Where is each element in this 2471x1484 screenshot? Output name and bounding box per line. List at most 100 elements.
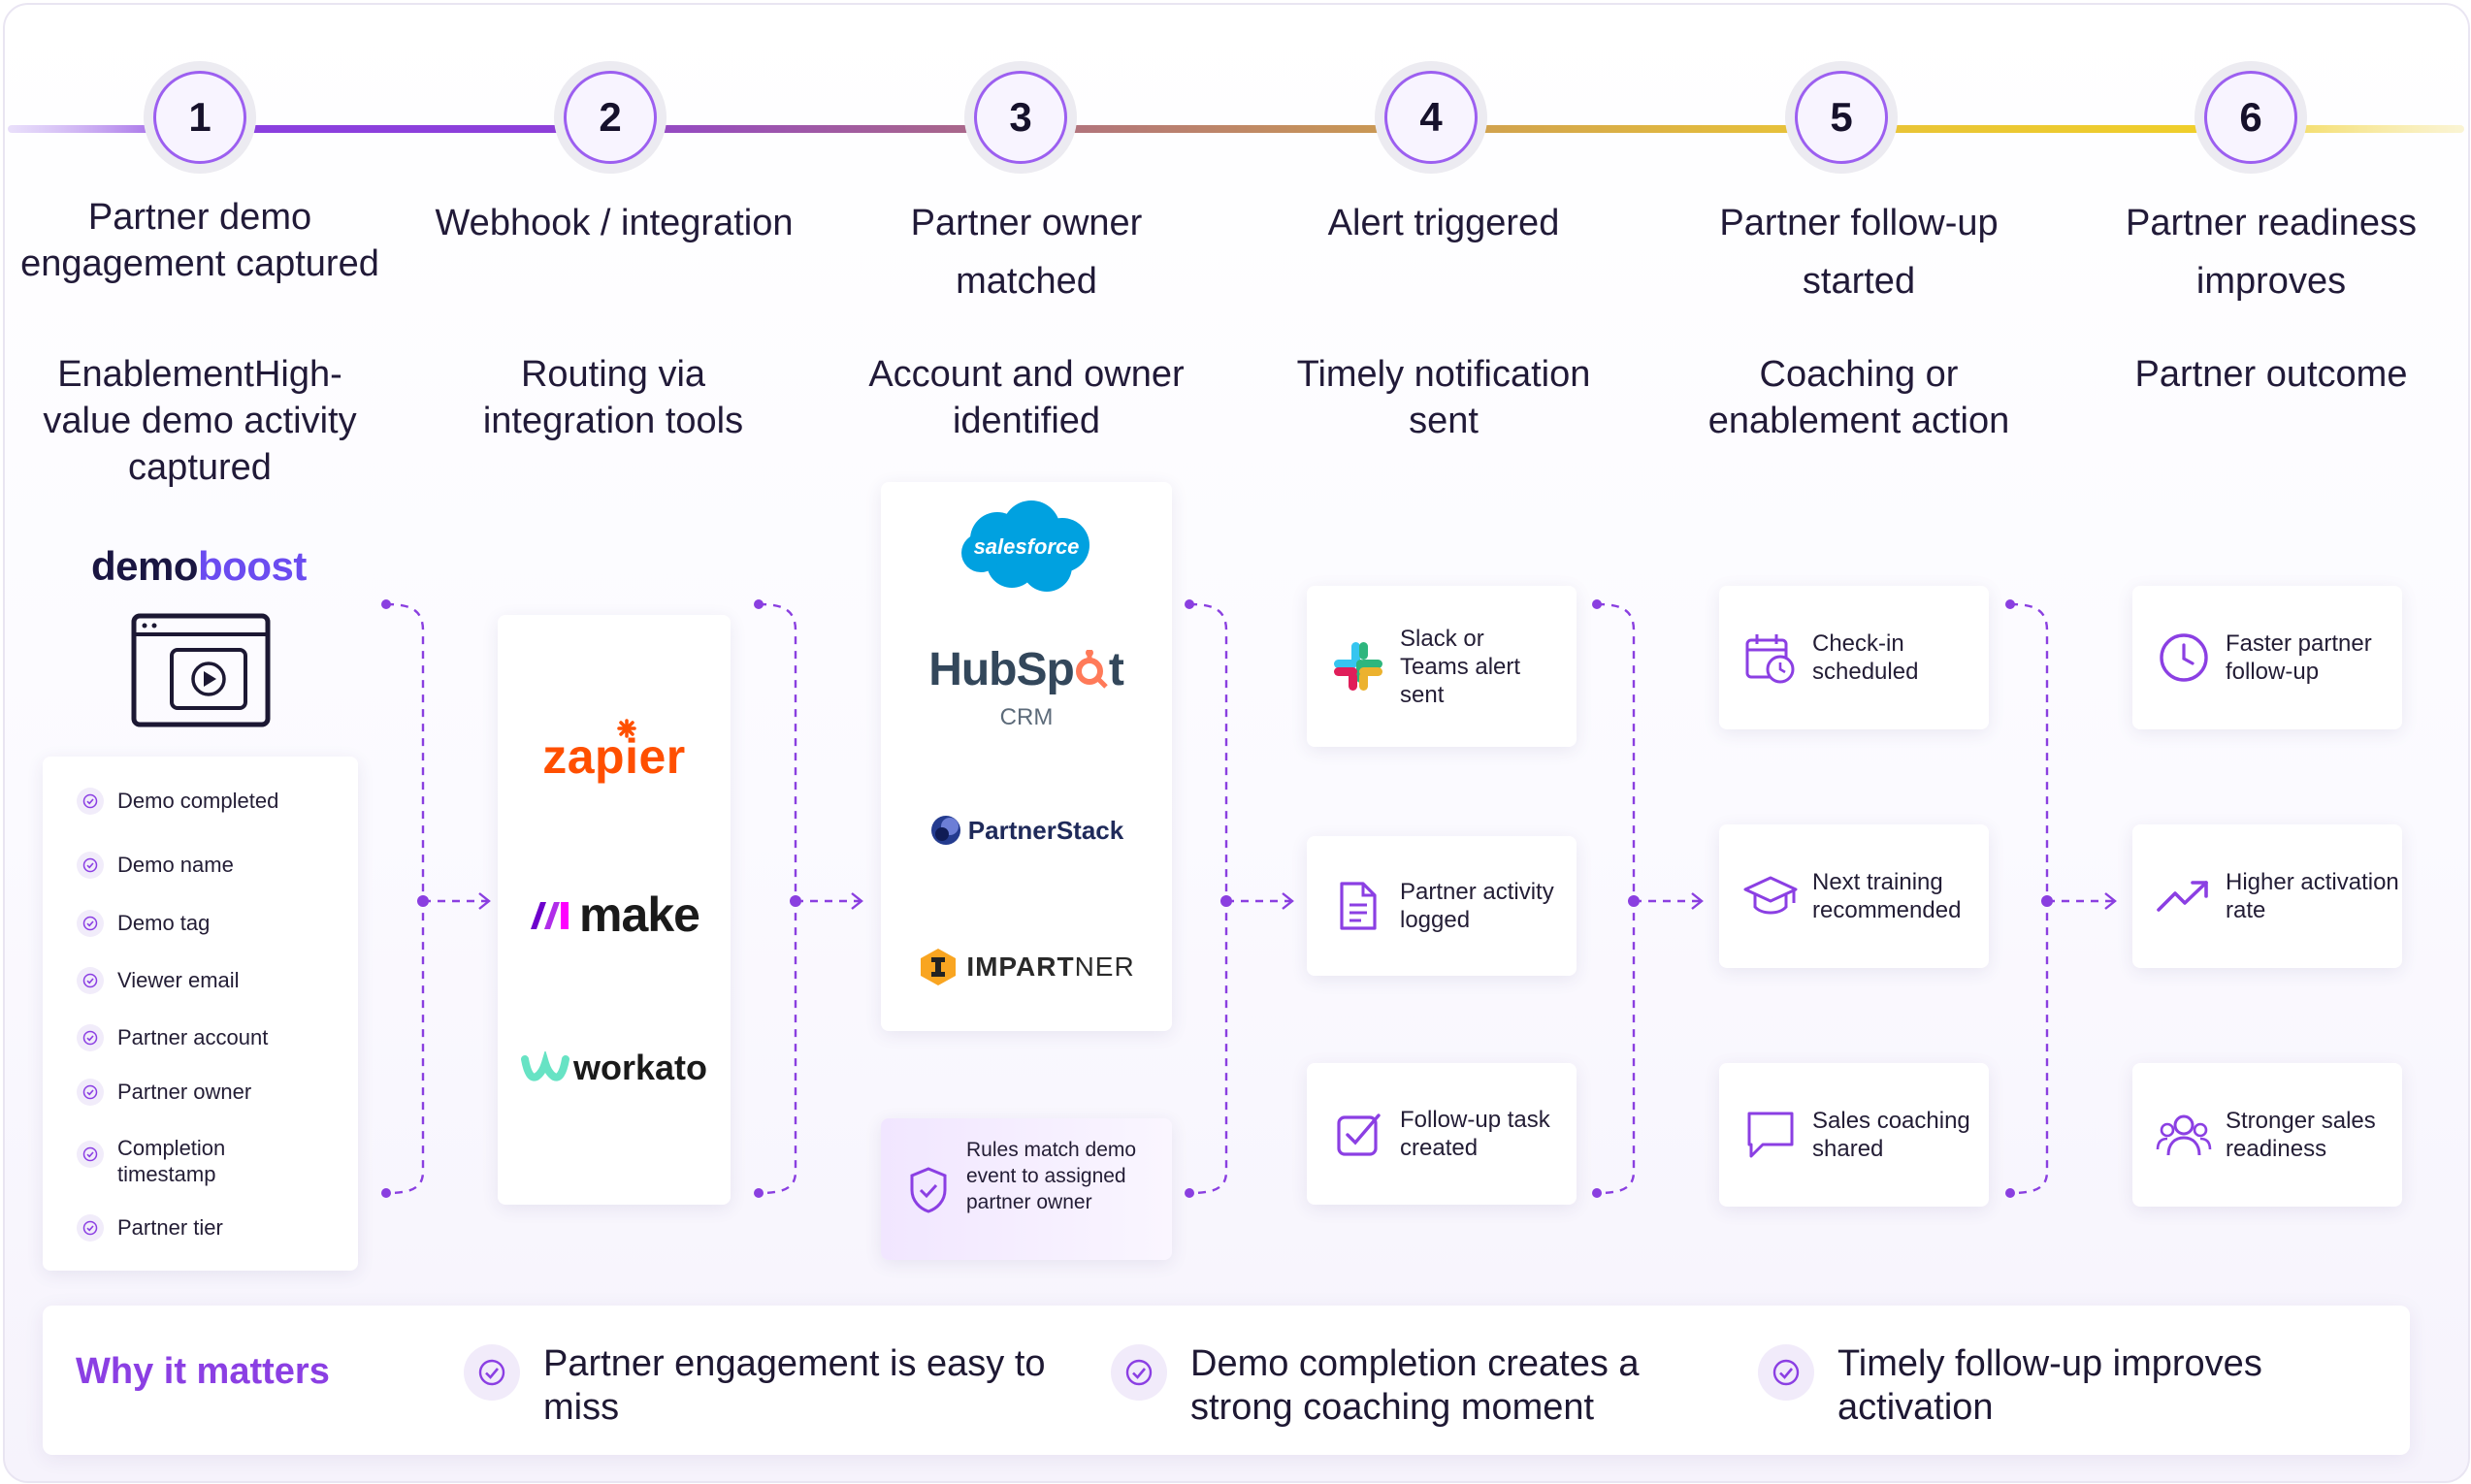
outcome-card-sales-readiness: Stronger sales readiness bbox=[2132, 1063, 2402, 1207]
demoboost-logo: demoboost bbox=[91, 543, 307, 590]
why-item-3: Timely follow-up improves activation bbox=[1758, 1342, 2342, 1430]
why-item-text: Timely follow-up improves activation bbox=[1837, 1343, 2262, 1428]
step-2-badge: 2 bbox=[554, 61, 667, 174]
outcome-label: Higher activation rate bbox=[2226, 869, 2399, 923]
check-icon bbox=[77, 1024, 104, 1051]
integrations-card bbox=[498, 615, 731, 1205]
salesforce-logo: salesforce bbox=[949, 495, 1104, 599]
step-3-title: Partner owner matched bbox=[910, 203, 1143, 302]
calendar-clock-icon bbox=[1742, 629, 1799, 686]
alert-label: Partner activity logged bbox=[1400, 879, 1554, 933]
field-viewer-email: Viewer email bbox=[77, 967, 240, 994]
document-icon bbox=[1330, 878, 1386, 934]
action-label: Sales coaching shared bbox=[1812, 1108, 1970, 1162]
field-partner-tier: Partner tier bbox=[77, 1214, 223, 1242]
connector-1-2 bbox=[385, 602, 425, 1195]
rules-match-card: Rules match demo event to assigned partn… bbox=[881, 1118, 1172, 1260]
step-4-subtitle: Timely notification sent bbox=[1296, 354, 1591, 441]
field-demo-tag: Demo tag bbox=[77, 910, 210, 937]
workato-mark-icon bbox=[520, 1051, 569, 1081]
alert-label: Follow-up task created bbox=[1400, 1107, 1550, 1161]
step-1-title: Partner demo engagement captured bbox=[20, 197, 379, 284]
trend-up-icon bbox=[2156, 868, 2212, 924]
check-icon bbox=[77, 1214, 104, 1242]
check-circle-icon bbox=[1111, 1344, 1167, 1401]
clock-icon bbox=[2156, 629, 2212, 686]
step-number: 2 bbox=[564, 71, 657, 164]
check-icon bbox=[77, 910, 104, 937]
check-icon bbox=[77, 1079, 104, 1106]
connector-2-3 bbox=[758, 602, 797, 1195]
zapier-asterisk-icon bbox=[617, 719, 636, 738]
zapier-logo: zapier bbox=[498, 719, 731, 790]
step-4-badge: 4 bbox=[1375, 61, 1487, 174]
chat-bubble-icon bbox=[1742, 1107, 1799, 1163]
field-partner-account: Partner account bbox=[77, 1024, 268, 1051]
step-number: 6 bbox=[2204, 71, 2297, 164]
step-1-badge: 1 bbox=[144, 61, 256, 174]
outcome-card-activation: Higher activation rate bbox=[2132, 824, 2402, 968]
check-icon bbox=[77, 852, 104, 879]
field-demo-name: Demo name bbox=[77, 852, 234, 879]
step-6-subtitle: Partner outcome bbox=[2134, 354, 2408, 395]
partnerstack-logo: PartnerStack bbox=[881, 809, 1172, 852]
why-title: Why it matters bbox=[76, 1351, 330, 1392]
checkbox-task-icon bbox=[1330, 1106, 1386, 1162]
step-6-badge: 6 bbox=[2195, 61, 2307, 174]
graduation-cap-icon bbox=[1742, 868, 1799, 924]
action-card-training: Next training recommended bbox=[1719, 824, 1989, 968]
workato-logo: workato bbox=[498, 1034, 731, 1102]
impartner-mark-icon bbox=[921, 949, 957, 985]
check-icon bbox=[77, 967, 104, 994]
alert-card-activity-logged: Partner activity logged bbox=[1307, 836, 1577, 976]
shield-check-icon bbox=[910, 1167, 947, 1213]
step-5-badge: 5 bbox=[1785, 61, 1898, 174]
check-circle-icon bbox=[1758, 1344, 1814, 1401]
outcome-card-faster-followup: Faster partner follow-up bbox=[2132, 586, 2402, 729]
why-item-1: Partner engagement is easy to miss bbox=[464, 1342, 1087, 1430]
people-group-icon bbox=[2156, 1107, 2212, 1163]
demo-player-icon bbox=[131, 613, 271, 727]
why-item-2: Demo completion creates a strong coachin… bbox=[1111, 1342, 1714, 1430]
logo-demo-text: demo bbox=[91, 543, 199, 589]
step-2-subtitle: Routing via integration tools bbox=[482, 354, 744, 441]
why-item-text: Demo completion creates a strong coachin… bbox=[1190, 1343, 1640, 1428]
outcome-label: Faster partner follow-up bbox=[2226, 630, 2372, 685]
step-number: 5 bbox=[1795, 71, 1888, 164]
step-5-title: Partner follow-up started bbox=[1719, 203, 1999, 302]
check-circle-icon bbox=[464, 1344, 520, 1401]
step-2-title: Webhook / integration bbox=[435, 203, 794, 243]
step-number: 3 bbox=[974, 71, 1067, 164]
connector-3-4 bbox=[1188, 602, 1228, 1195]
hubspot-sprocket-icon bbox=[1075, 650, 1108, 689]
step-5-subtitle: Coaching or enablement action bbox=[1707, 354, 2010, 441]
make-mark-icon bbox=[531, 902, 569, 929]
check-icon bbox=[77, 1141, 104, 1168]
alert-card-slack: Slack or Teams alert sent bbox=[1307, 586, 1577, 747]
field-demo-completed: Demo completed bbox=[77, 788, 278, 815]
outcome-label: Stronger sales readiness bbox=[2226, 1108, 2376, 1162]
step-number: 1 bbox=[153, 71, 246, 164]
connector-5-6 bbox=[2009, 602, 2049, 1195]
step-3-badge: 3 bbox=[964, 61, 1077, 174]
field-completion-timestamp: Completion timestamp bbox=[77, 1135, 271, 1187]
logo-boost-text: boost bbox=[198, 543, 307, 589]
step-6-title: Partner readiness improves bbox=[2126, 203, 2417, 302]
hubspot-crm-label: CRM bbox=[999, 704, 1054, 730]
hubspot-logo: HubSp t bbox=[928, 643, 1124, 695]
check-icon bbox=[77, 788, 104, 815]
timeline-track bbox=[8, 125, 2464, 133]
alert-card-task-created: Follow-up task created bbox=[1307, 1063, 1577, 1205]
step-1-subtitle: EnablementHigh-value demo activity captu… bbox=[43, 354, 357, 488]
step-3-subtitle: Account and owner identified bbox=[868, 354, 1185, 441]
action-card-coaching: Sales coaching shared bbox=[1719, 1063, 1989, 1207]
field-partner-owner: Partner owner bbox=[77, 1079, 251, 1106]
why-it-matters-panel: Why it matters Partner engagement is eas… bbox=[43, 1306, 2410, 1455]
rules-match-text: Rules match demo event to assigned partn… bbox=[966, 1139, 1137, 1213]
step-4-title: Alert triggered bbox=[1327, 203, 1560, 243]
why-item-text: Partner engagement is easy to miss bbox=[543, 1343, 1046, 1428]
action-card-checkin: Check-in scheduled bbox=[1719, 586, 1989, 729]
connector-4-5 bbox=[1596, 602, 1636, 1195]
